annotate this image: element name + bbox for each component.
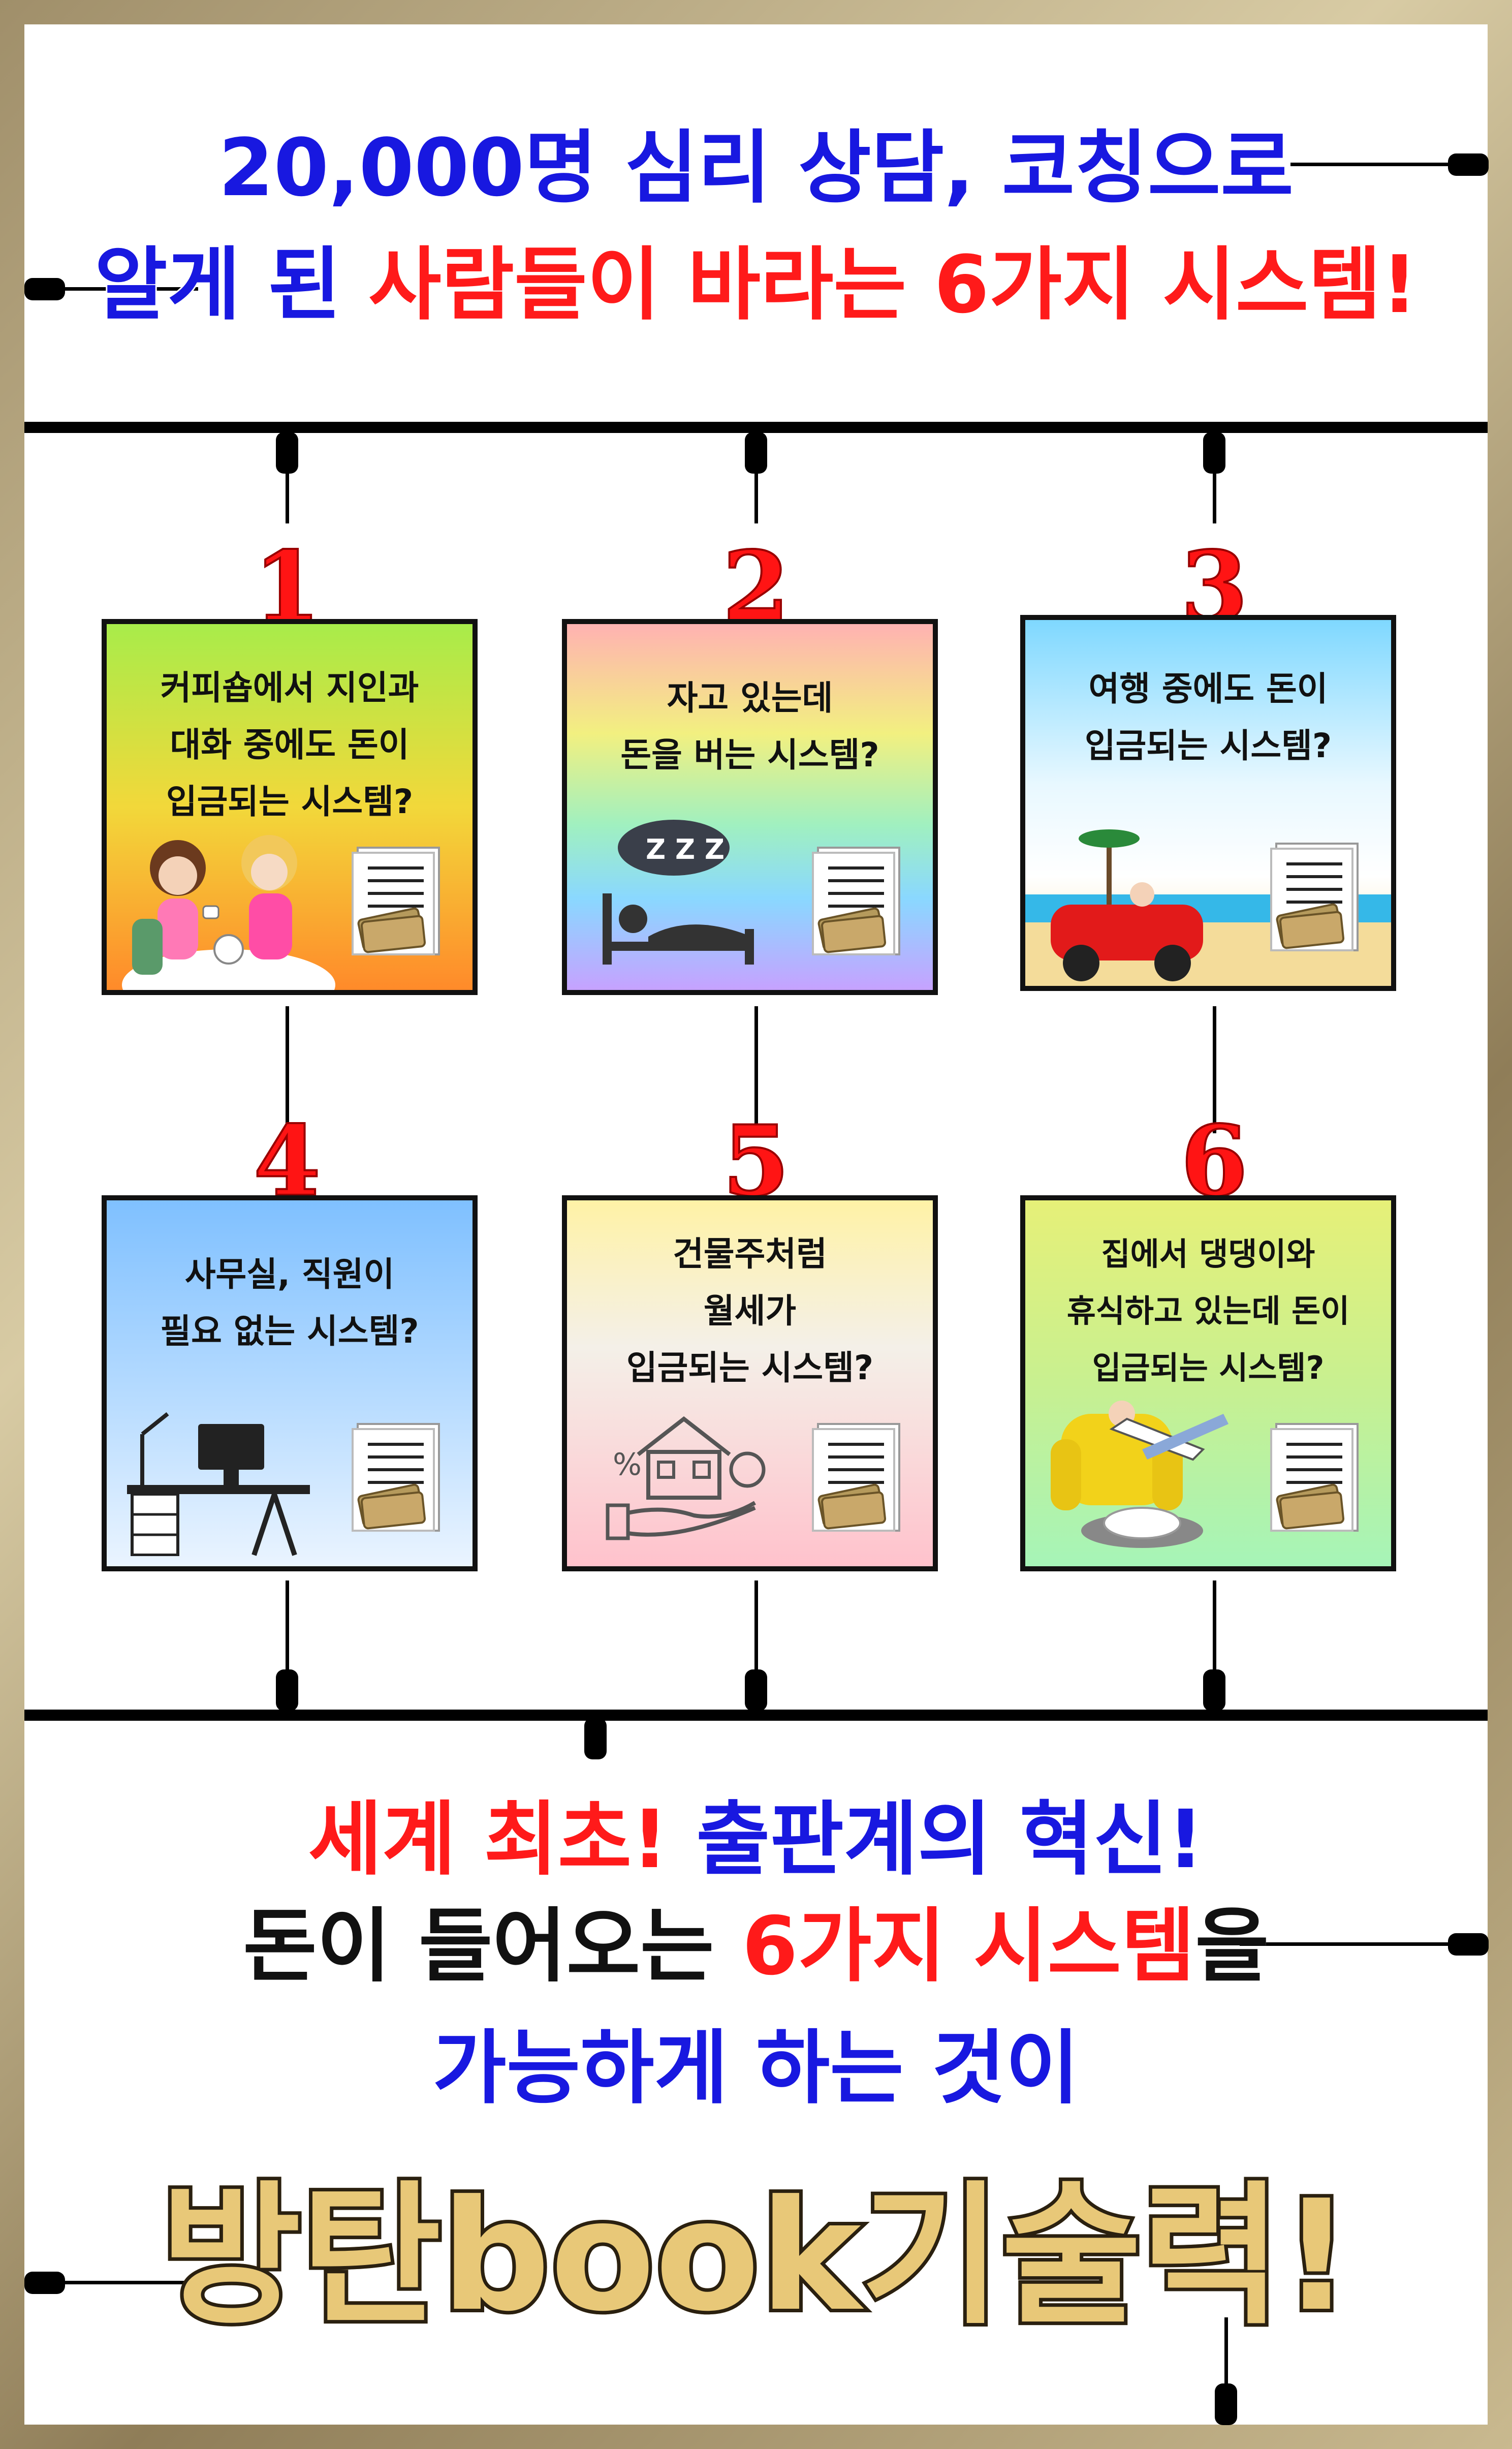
footer-line-2-part-c: 을	[1195, 1900, 1269, 1993]
connector-pill	[276, 1669, 298, 1711]
cafe-friends-illustration	[122, 835, 335, 990]
connector-pill	[24, 278, 65, 300]
header-connector-right	[1290, 163, 1458, 166]
footer-line-2-part-a: 돈이 들어오는	[243, 1900, 742, 1993]
connector-pill	[24, 2272, 65, 2294]
connector-line	[1213, 1006, 1216, 1133]
connector-pill	[1448, 153, 1489, 176]
connector-line	[286, 1580, 289, 1692]
connector-line	[286, 457, 289, 523]
sleeping-bed-illustration: Z Z Z	[603, 820, 754, 965]
property-hand-icon: %	[606, 1416, 766, 1540]
connector-line	[286, 1006, 289, 1133]
footer-line-1: 세계 최초! 출판계의 혁신!	[0, 1794, 1512, 1885]
header-connector-left	[30, 287, 198, 291]
footer-line-3: 가능하게 하는 것이	[432, 2022, 1080, 2115]
connector-line	[1213, 1580, 1216, 1692]
money-document-icon	[812, 847, 900, 955]
connector-line	[1213, 457, 1216, 523]
relaxing-sofa-dog-illustration	[1051, 1401, 1228, 1548]
footer-line-2: 돈이 들어오는 6가지 시스템을	[0, 1901, 1512, 1992]
connector-pill	[1448, 1933, 1489, 1956]
connector-line	[1224, 2317, 1228, 2409]
footer-line-1-part-b: 출판계의 혁신!	[696, 1793, 1204, 1886]
brand-title: 방탄book기술력!	[0, 2172, 1512, 2341]
connector-line	[754, 1006, 758, 1133]
connector-line	[754, 457, 758, 523]
system-number-6: 6	[1180, 1104, 1249, 1218]
money-document-icon	[1270, 843, 1359, 951]
footer-line-1-part-a: 세계 최초!	[308, 1793, 697, 1886]
header-line-1: 20,000명 심리 상담, 코칭으로	[217, 120, 1295, 215]
header-line-2-part-a: 알게 된	[93, 237, 369, 332]
connector-pill	[1203, 1669, 1225, 1711]
money-document-icon	[352, 1423, 440, 1532]
money-document-icon	[812, 1423, 900, 1532]
bottom-divider	[24, 1710, 1488, 1721]
connector-pill	[584, 1718, 607, 1759]
header-line-2: 알게 된 사람들이 바라는 6가지 시스템!	[0, 237, 1512, 332]
connector-line	[754, 1580, 758, 1692]
system-number-5: 5	[721, 1104, 791, 1218]
footer-connector-left	[30, 2281, 249, 2284]
money-document-icon	[352, 847, 440, 955]
top-divider	[24, 422, 1488, 433]
footer-line-2-part-b: 6가지 시스템	[742, 1900, 1195, 1993]
footer-connector-right	[1240, 1942, 1458, 1946]
connector-pill	[745, 1669, 767, 1711]
svg-text:%: %	[613, 1447, 642, 1482]
zzz-text: Z Z Z	[646, 833, 724, 865]
connector-pill	[1215, 2383, 1237, 2425]
money-document-icon	[1270, 1423, 1359, 1532]
header-line-2-part-b: 사람들이 바라는 6가지 시스템!	[367, 237, 1419, 332]
office-desk-illustration	[127, 1412, 310, 1556]
system-number-4: 4	[253, 1104, 322, 1218]
